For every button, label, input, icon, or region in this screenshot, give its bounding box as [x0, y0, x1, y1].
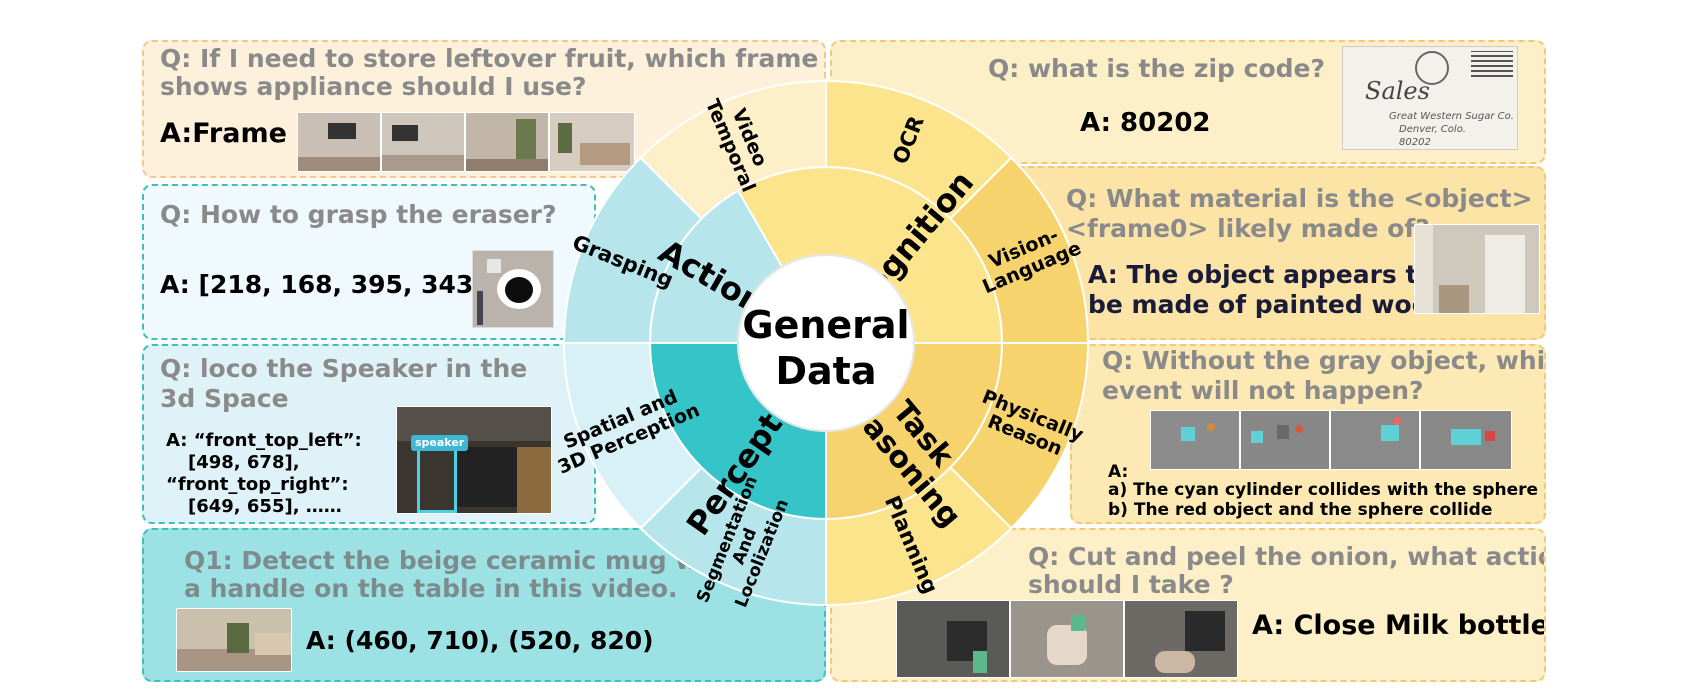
- question-line-1: Q: Without the gray object, which: [1102, 346, 1546, 375]
- video-frame-0: [297, 112, 381, 172]
- planning-frame-1: [896, 600, 1010, 678]
- question-text: Q: what is the zip code?: [988, 54, 1325, 83]
- physics-frame-3: [1330, 410, 1420, 470]
- center-label-line-2: Data: [776, 349, 877, 393]
- planning-frame-strip: [896, 600, 1238, 678]
- envelope-line-2: Denver, Colo.: [1399, 124, 1466, 135]
- video-frame-3: [549, 112, 635, 172]
- question-line-2: shows appliance should I use?: [160, 72, 587, 101]
- speaker-tag: speaker: [411, 435, 469, 451]
- room-frame-image: [1414, 224, 1540, 314]
- question-line-1: Q: Cut and peel the onion, what action: [1028, 542, 1546, 571]
- answer-text: A: (460, 710), (520, 820): [306, 626, 654, 655]
- answer-line-1: A: “front_top_left”:: [166, 430, 362, 451]
- envelope-line-1: Great Western Sugar Co.: [1389, 111, 1514, 122]
- question-line-1: Q: loco the Speaker in the: [160, 354, 528, 383]
- envelope-sales: Sales: [1365, 77, 1430, 105]
- answer-label: A:: [1108, 462, 1129, 482]
- question-line-2: <frame0> likely made of?: [1066, 214, 1430, 243]
- question-line-2: event will not happen?: [1102, 376, 1424, 405]
- question-line-1: Q1: Detect the beige ceramic mug with: [184, 546, 737, 575]
- question-line-2: 3d Space: [160, 384, 289, 413]
- answer-option-b: b) The red object and the sphere collide: [1108, 500, 1493, 520]
- center-label-line-1: General: [742, 303, 909, 347]
- answer-option-a: a) The cyan cylinder collides with the s…: [1108, 480, 1539, 500]
- speaker-scene-image: speaker: [396, 406, 552, 514]
- question-line-1: Q: What material is the <object>: [1066, 184, 1533, 213]
- mug-video-frame: [176, 608, 292, 672]
- video-frame-1: [381, 112, 465, 172]
- answer-text: A: 80202: [1080, 108, 1211, 138]
- answer-line-2: [498, 678],: [188, 452, 300, 473]
- panel-vision-language: Q: What material is the <object> <frame0…: [1008, 166, 1546, 340]
- answer-line-4: [649, 655], ……: [188, 496, 342, 517]
- video-frame-2: [465, 112, 549, 172]
- answer-text: A: Close Milk bottle: [1252, 610, 1546, 641]
- envelope-image: Sales Great Western Sugar Co. Denver, Co…: [1342, 46, 1518, 150]
- physics-frame-4: [1420, 410, 1512, 470]
- physics-frame-strip: [1150, 410, 1512, 470]
- outer-segment-7: [639, 79, 827, 220]
- answer-line-3: “front_top_right”:: [166, 474, 349, 495]
- planning-frame-3: [1124, 600, 1238, 678]
- question-line-1: Q: If I need to store leftover fruit, wh…: [160, 44, 819, 73]
- answer-line-1: A: The object appears to: [1088, 260, 1435, 289]
- center-circle: [737, 254, 915, 432]
- physics-frame-1: [1150, 410, 1240, 470]
- question-line-2: should I take ?: [1028, 570, 1234, 599]
- planning-frame-2: [1010, 600, 1124, 678]
- envelope-line-3: 80202: [1399, 137, 1431, 148]
- video-frame-strip: [297, 112, 635, 172]
- eraser-image: [472, 250, 554, 328]
- question-text: Q: How to grasp the eraser?: [160, 200, 557, 229]
- question-line-2: a handle on the table in this video.: [184, 574, 678, 603]
- answer-line-2: be made of painted wood: [1088, 290, 1447, 319]
- answer-text: A: [218, 168, 395, 343]: [160, 270, 485, 299]
- answer-text: A:Frame 0: [160, 118, 316, 149]
- physics-frame-2: [1240, 410, 1330, 470]
